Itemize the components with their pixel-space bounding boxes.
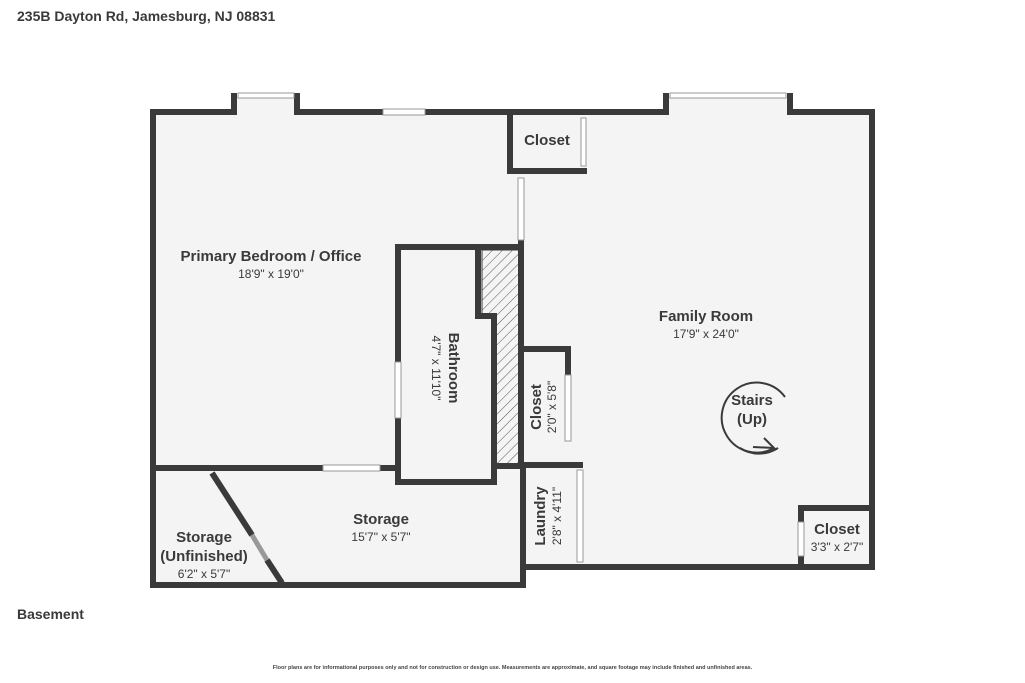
diagonal-wall bbox=[209, 471, 255, 537]
storage-dims: 15'7" x 5'7" bbox=[351, 530, 410, 544]
family-room-name: Family Room bbox=[659, 308, 753, 325]
stairs-symbol bbox=[720, 381, 786, 455]
laundry-dims: 2'8" x 4'11" bbox=[550, 487, 564, 545]
storage-unfinished-qualifier: (Unfinished) bbox=[160, 548, 248, 565]
walls bbox=[150, 93, 875, 588]
floor-label: Basement bbox=[17, 606, 84, 622]
storage-unfinished-dims: 6'2" x 5'7" bbox=[178, 567, 230, 581]
laundry-name: Laundry bbox=[532, 486, 549, 546]
closet-mid-name: Closet bbox=[528, 384, 545, 430]
bathroom-dims: 4'7" x 11'10" bbox=[429, 336, 443, 401]
property-address: 235B Dayton Rd, Jamesburg, NJ 08831 bbox=[17, 8, 276, 24]
diagonal-wall-lower bbox=[264, 558, 285, 585]
storage-unfinished-name: Storage bbox=[176, 529, 232, 546]
bathroom-name: Bathroom bbox=[445, 333, 462, 404]
disclaimer-text: Floor plans are for informational purpos… bbox=[272, 665, 753, 671]
closet-bottom-name: Closet bbox=[814, 521, 860, 538]
closet-mid-dims: 2'0" x 5'8" bbox=[545, 381, 559, 433]
closet-top-name: Closet bbox=[524, 132, 570, 149]
primary-bedroom-dims: 18'9" x 19'0" bbox=[238, 267, 304, 281]
closet-bottom-dims: 3'3" x 2'7" bbox=[811, 540, 863, 554]
stairs-direction: (Up) bbox=[737, 411, 767, 428]
stairs-label: Stairs bbox=[731, 392, 773, 409]
windows bbox=[237, 92, 805, 563]
family-room-dims: 17'9" x 24'0" bbox=[673, 327, 739, 341]
primary-bedroom-name: Primary Bedroom / Office bbox=[181, 248, 362, 265]
storage-name: Storage bbox=[353, 511, 409, 528]
